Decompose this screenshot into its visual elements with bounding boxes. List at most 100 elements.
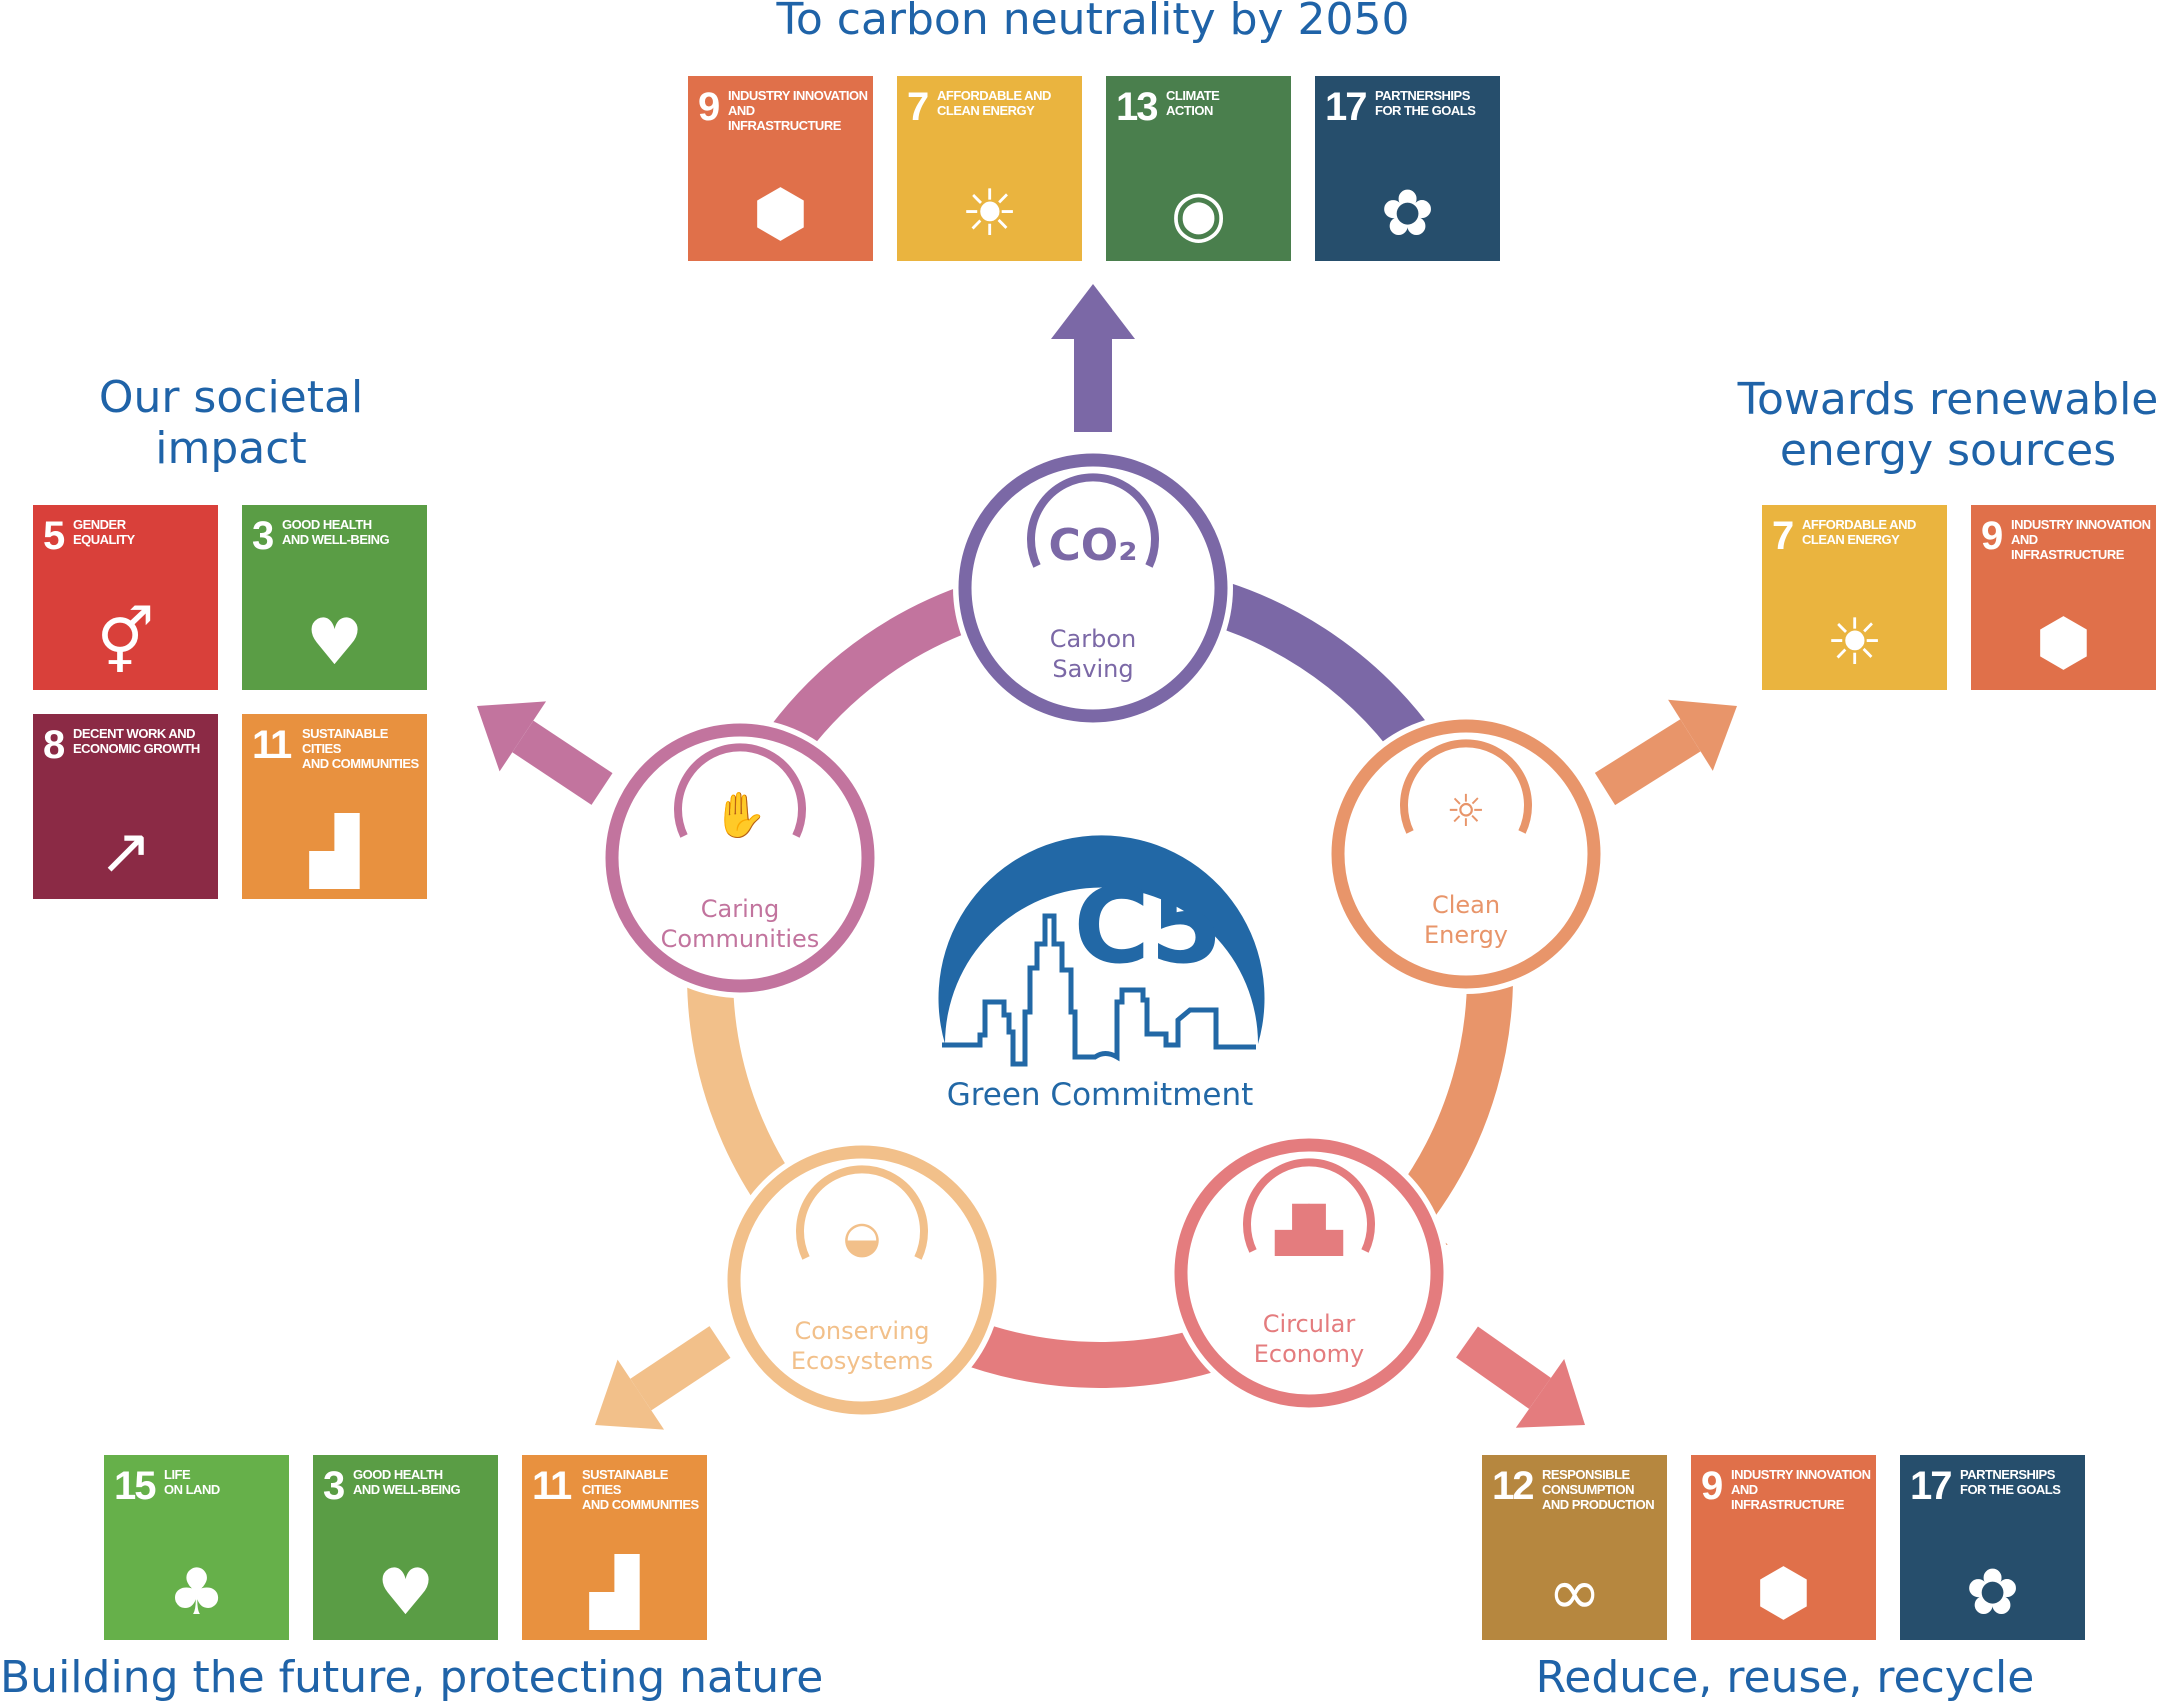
pillar-crescent <box>674 743 806 838</box>
sdg-number: 8 <box>43 723 65 767</box>
heading-left-line: impact <box>155 423 307 474</box>
sdg-title: Industry innovationand infrastructure <box>728 88 868 133</box>
sdg-title-line: and infrastructure <box>1731 1482 1844 1512</box>
sdg-number: 7 <box>1772 514 1794 558</box>
heading-right-line: energy sources <box>1779 425 2117 476</box>
sdg-title-line: Sustainable cities <box>582 1467 668 1497</box>
outward-arrow-circular <box>1456 1326 1551 1409</box>
pillar-label-line: Carbon <box>1049 625 1137 653</box>
sdg-title: Industry innovationand infrastructure <box>1731 1467 1871 1512</box>
sdg-tile-3: 3Good healthand well-being♥ <box>313 1455 498 1640</box>
gender-equality-icon: ⚥ <box>96 606 155 680</box>
sdg-tile-11: 11Sustainable citiesand communities ▟ <box>522 1455 707 1640</box>
outward-arrowhead <box>1515 1359 1585 1428</box>
sdg-title-line: and infrastructure <box>2011 532 2124 562</box>
sdg-title: Genderequality <box>73 517 213 547</box>
sdg-title-line: Responsible <box>1542 1467 1630 1482</box>
sdg-title-line: Industry innovation <box>2011 517 2151 532</box>
pillar-label-line: Saving <box>1052 655 1134 683</box>
cubes-icon: ⬢ <box>1755 1556 1812 1630</box>
sdg-title: Lifeon land <box>164 1467 284 1497</box>
buildings-icon: ▟ <box>589 1556 640 1630</box>
sdg-title-line: Good health <box>353 1467 443 1482</box>
outward-arrow-conserving <box>630 1326 731 1411</box>
sdg-number: 17 <box>1325 85 1367 129</box>
sdg-title-line: Affordable and <box>937 88 1051 103</box>
sun-power-icon: ☀ <box>1825 606 1884 680</box>
hands-icon: ✋ <box>713 790 768 841</box>
heading-right-line: Towards renewable <box>1737 374 2159 425</box>
sdg-tile-17: 17 Partnershipsfor the goals ✿ <box>1315 76 1500 261</box>
sdg-number: 11 <box>252 723 292 767</box>
sdg-tile-5: 5 Genderequality ⚥ <box>33 505 218 690</box>
sdg-title: Industry innovationand infrastructure <box>2011 517 2151 562</box>
heartbeat-icon: ♥ <box>305 606 364 680</box>
sdg-title: Partnershipsfor the goals <box>1375 88 1495 118</box>
sdg-tile-13: 13Climateaction◉ <box>1106 76 1291 261</box>
sdg-tile-9: 9Industry innovationand infrastructure ⬢ <box>688 76 873 261</box>
pillar-label-line: Clean <box>1431 891 1501 919</box>
sdg-title-line: and production <box>1542 1497 1655 1512</box>
heading-bottom-right: Reduce, reuse, recycle <box>1535 1652 2035 1703</box>
turtle-icon: ◒ <box>843 1212 881 1263</box>
sdg-number: 17 <box>1910 1464 1952 1508</box>
pillar-crescent <box>1400 739 1532 834</box>
sdg-number: 15 <box>114 1464 156 1508</box>
sdg-title: Responsibleconsumptionand production <box>1542 1467 1662 1512</box>
pillar-label-line: Economy <box>1253 1340 1365 1368</box>
city-icon: ▟▙ <box>1274 1203 1344 1256</box>
growth-chart-icon: ↗ <box>98 815 153 889</box>
lightbulb-leaf-icon: ☼ <box>1446 786 1485 837</box>
sdg-tile-17: 17Partnershipsfor the goals✿ <box>1900 1455 2085 1640</box>
sdg-number: 13 <box>1116 85 1158 129</box>
heading-left-line: Our societal <box>98 372 364 423</box>
sdg-title-line: on land <box>164 1482 220 1497</box>
sdg-title-line: Sustainable cities <box>302 726 388 756</box>
skyline <box>942 913 1256 1067</box>
sdg-title: Sustainable citiesand communities <box>582 1467 702 1512</box>
pillar-crescent <box>1243 1158 1375 1253</box>
heading-right: Towards renewable energy sources <box>1720 374 2170 476</box>
logo-tagline: Green Commitment <box>947 1077 1254 1113</box>
sdg-number: 11 <box>532 1464 572 1508</box>
buildings-icon: ▟ <box>309 815 360 889</box>
outward-arrowhead <box>477 701 547 772</box>
sdg-number: 9 <box>1701 1464 1723 1508</box>
sdg-tile-11: 11Sustainable citiesand communities▟ <box>242 714 427 899</box>
sdg-title-line: and infrastructure <box>728 103 841 133</box>
pillar-label-line: Conserving <box>794 1317 930 1345</box>
cubes-icon: ⬢ <box>752 177 809 251</box>
sdg-number: 3 <box>252 514 274 558</box>
outward-arrow-caring <box>512 720 613 805</box>
pillar-label-line: Energy <box>1423 921 1509 949</box>
sdg-title-line: Partnerships <box>1960 1467 2055 1482</box>
sdg-title-line: action <box>1166 103 1213 118</box>
rings-icon: ✿ <box>1380 177 1435 251</box>
sdg-tile-15: 15Lifeon land♣ <box>104 1455 289 1640</box>
sdg-title-line: for the goals <box>1960 1482 2061 1497</box>
pillar-label-line: Caring <box>700 895 780 923</box>
sdg-number: 3 <box>323 1464 345 1508</box>
sdg-title: Partnershipsfor the goals <box>1960 1467 2080 1497</box>
heading-top: To carbon neutrality by 2050 <box>776 0 1410 45</box>
pillar-label-line: Ecosystems <box>790 1347 934 1375</box>
co2-leaf-icon: CO₂ <box>1049 520 1138 571</box>
sdg-number: 5 <box>43 514 65 558</box>
sdg-number: 9 <box>698 85 720 129</box>
sdg-title-line: Life <box>164 1467 191 1482</box>
logo-arc <box>938 835 1265 1044</box>
sdg-tile-9: 9Industry innovationand infrastructure⬢ <box>1691 1455 1876 1640</box>
sdg-title-line: Industry innovation <box>1731 1467 1871 1482</box>
sdg-title-line: economic growth <box>73 741 200 756</box>
pillar-label-line: Circular <box>1262 1310 1356 1338</box>
outward-arrowhead <box>595 1359 665 1430</box>
sdg-title-line: clean energy <box>1802 532 1900 547</box>
sdg-number: 9 <box>1981 514 2003 558</box>
sdg-tile-9: 9Industry innovationand infrastructure⬢ <box>1971 505 2156 690</box>
eye-globe-icon: ◉ <box>1170 177 1227 251</box>
